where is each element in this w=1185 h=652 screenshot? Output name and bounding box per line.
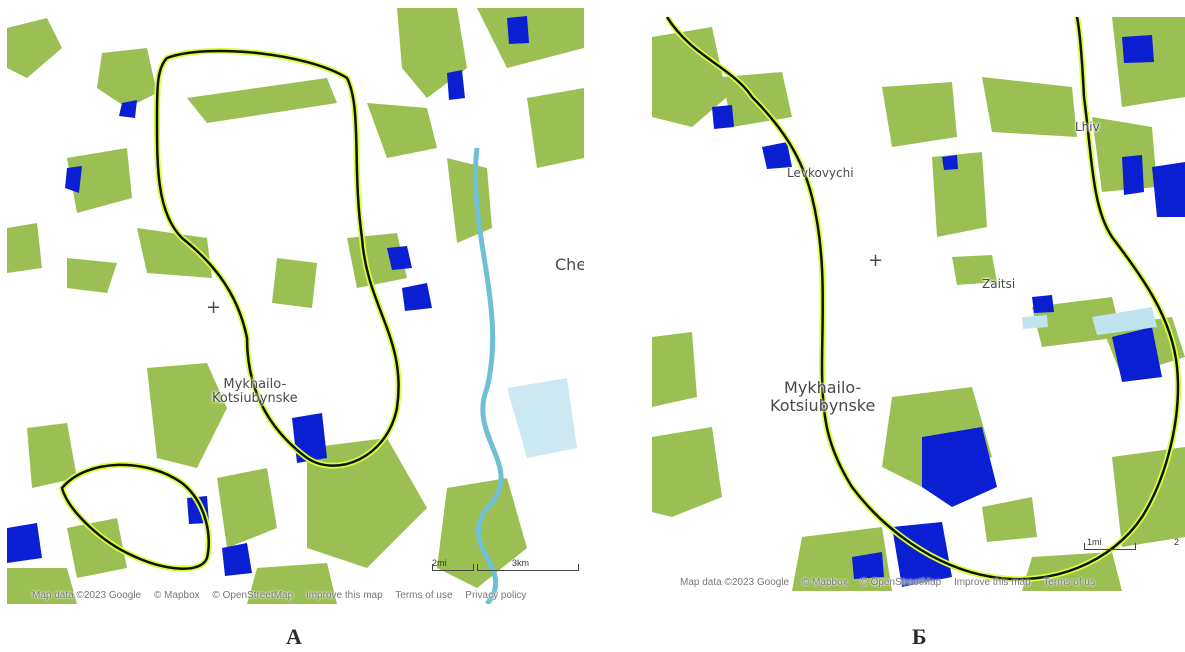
place-label-mykhailo-kotsiubynske: Mykhailo- Kotsiubynske <box>770 379 875 414</box>
map-panel-b[interactable]: Levkovychi Lhiv Zaitsi + Mykhailo- Kotsi… <box>652 17 1185 591</box>
center-marker: + <box>206 297 222 318</box>
map-attribution: Map data ©2023 Google © Mapbox © OpenStr… <box>680 577 1105 588</box>
center-marker: + <box>868 250 884 271</box>
place-label-line-1: Mykhailo- <box>223 377 287 392</box>
scale-bar-mi <box>432 564 474 571</box>
map-canvas-b <box>652 17 1185 591</box>
map-attribution: Map data ©2023 Google © Mapbox © OpenStr… <box>32 590 536 601</box>
scale-label-mi: 1mi <box>1087 537 1102 547</box>
map-panel-a[interactable]: Che + Mykhailo- Kotsiubynske 2mi 3km Map… <box>7 8 584 604</box>
attribution-mapbox[interactable]: © Mapbox <box>153 590 200 601</box>
place-label-mykhailo-kotsiubynske: Mykhailo- Kotsiubynske <box>212 377 298 407</box>
scale-label-km: 3km <box>512 558 530 568</box>
terms-link[interactable]: Terms of use <box>395 590 453 601</box>
scale-bar-mi <box>1084 543 1136 550</box>
terms-link[interactable]: Terms of us <box>1043 577 1095 588</box>
place-label-che: Che <box>555 255 584 274</box>
caption-b: Б <box>912 624 927 649</box>
place-label-line-1: Mykhailo- <box>784 378 862 397</box>
attribution-mapbox[interactable]: © Mapbox <box>801 577 848 588</box>
map-canvas-a <box>7 8 584 604</box>
attribution-osm[interactable]: © OpenStreetMap <box>860 577 942 588</box>
improve-map-link[interactable]: Improve this map <box>953 577 1031 588</box>
privacy-link[interactable]: Privacy policy <box>465 590 527 601</box>
place-label-line-2: Kotsiubynske <box>212 391 298 407</box>
attribution-osm[interactable]: © OpenStreetMap <box>212 590 294 601</box>
place-label-levkovychi: Levkovychi <box>787 166 854 180</box>
place-label-zaitsi: Zaitsi <box>982 277 1016 291</box>
improve-map-link[interactable]: Improve this map <box>305 590 383 601</box>
scale-label-mi: 2mi <box>432 558 447 568</box>
attribution-google[interactable]: Map data ©2023 Google <box>32 590 142 601</box>
place-label-line-2: Kotsiubynske <box>770 395 876 415</box>
scale-label-km: 2 <box>1174 537 1180 547</box>
place-label-lhiv: Lhiv <box>1075 120 1100 134</box>
scale-bar-km <box>477 564 579 571</box>
caption-a: А <box>286 624 302 649</box>
attribution-google[interactable]: Map data ©2023 Google <box>680 577 790 588</box>
